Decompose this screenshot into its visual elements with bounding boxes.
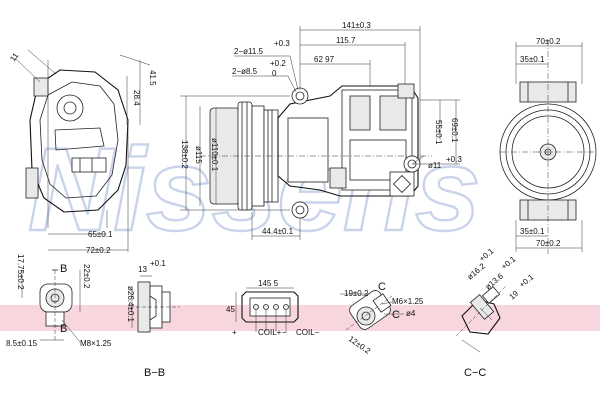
dim-bottom-444: 44.4±0.1 [262,227,294,236]
left-side-view [14,49,151,252]
label-d3-coil-plus: COIL+ [258,328,282,337]
dim-right-dia11-tol: +0.3 [446,155,462,164]
dim-right-69: 69±0.1 [450,118,459,143]
dim-rv-35-bot: 35±0.1 [520,227,545,236]
detail-connector [241,291,299,332]
dim-left-72: 72±0.2 [86,246,111,255]
dim-hole-115: 2−ø11.5 [234,47,264,56]
dim-d4-m6: M6×1.25 [392,297,424,306]
label-d4-c-bot: C [392,309,400,321]
label-d3-plus: + [232,328,237,337]
label-d4-c-top: C [378,281,386,293]
center-main-view [200,83,432,219]
dim-top-141: 141±0.3 [342,21,371,30]
dim-d2-13-tol: +0.1 [150,259,166,268]
dim-rv-70-top: 70±0.2 [536,37,561,46]
right-rear-view [499,40,597,254]
dim-d5-19-tol: +0.1 [518,272,536,289]
dim-d4-dia4: ø4 [406,309,416,318]
dim-hole-85: 2−ø8.5 [232,67,258,76]
dim-d2-dia264: ø26.4±0.1 [126,286,135,323]
detail-section-cc [455,285,507,337]
dim-rv-70-bot: 70±0.2 [536,239,561,248]
dim-d5-dia136-tol: +0.1 [500,254,518,271]
dim-d1-1775: 17.75±0.2 [16,254,25,290]
dim-d4-19: 19±0.2 [344,289,369,298]
dim-hole-115-tol: +0.3 [274,39,290,48]
detail-fitting-c [345,290,393,331]
label-section-bb: B−B [144,367,165,379]
dim-left-415: 41.5 [148,70,157,86]
dim-height-138: 138±0.2 [180,140,189,169]
detail-section-bb [130,281,180,333]
dim-hole-85-tol-up: +0.2 [270,59,286,68]
dim-d2-13: 13 [138,265,147,274]
dim-d3-45: 45 [226,305,235,314]
dim-d5-19: 19 [508,289,521,302]
dim-d5-dia162: ø16.2 [466,261,488,281]
label-d1-b-bot: B [60,323,67,335]
dim-top-1157: 115.7 [336,36,356,45]
dim-left-11: 11 [8,51,20,63]
dim-d4-12: 12±0.2 [347,334,373,356]
label-section-cc: C−C [464,367,486,379]
dim-right-55: 55±0.1 [434,120,443,145]
dim-dia-110: ø110±0.1 [210,138,219,172]
dim-dia-115: ø115 [194,146,203,164]
label-d3-coil-minus: COIL− [296,328,320,337]
dim-left-284: 28.4 [132,90,141,106]
dim-d1-225: 22±0.2 [82,264,91,289]
dim-hole-85-tol-dn: 0 [272,69,277,78]
dim-d1-m8: M8×1.25 [80,339,112,348]
dim-right-dia11: ø11 [428,161,442,170]
dim-top-6297: 62 97 [314,55,335,64]
dim-d3-1455: 145 5 [258,279,279,288]
dim-left-65: 65±0.1 [88,230,113,239]
detail-fitting-1 [39,269,73,340]
dim-rv-35-top: 35±0.1 [520,55,545,64]
dim-d1-85: 8.5±0.15 [6,339,38,348]
label-d3-minus: − [282,328,287,337]
label-d1-b-top: B [60,263,67,275]
